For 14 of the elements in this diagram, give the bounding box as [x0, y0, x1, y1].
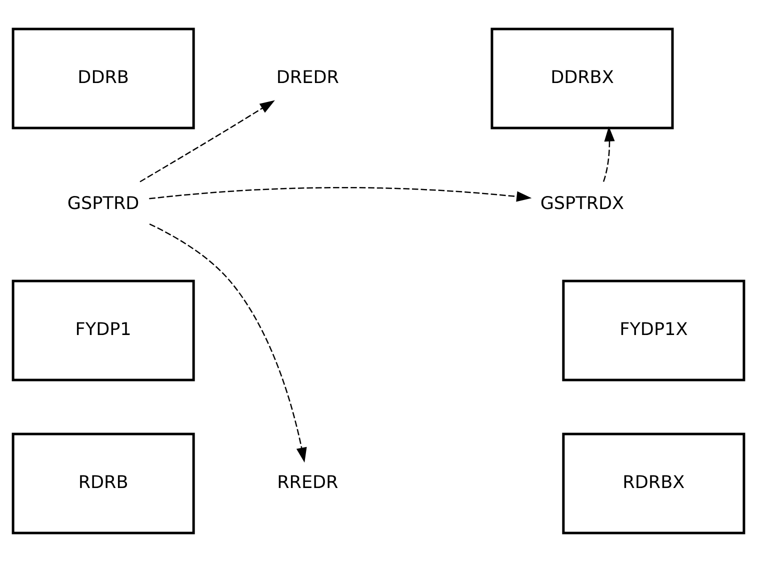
node-text: GSPTRDX: [540, 194, 624, 214]
node-box: DDRB: [12, 27, 195, 129]
arrow: [602, 126, 615, 182]
node-text: GSPTRD: [67, 194, 140, 214]
node-box: RDRBX: [562, 432, 746, 534]
node-text: RREDR: [277, 472, 338, 493]
node-box: FYDP1X: [562, 279, 746, 381]
node-text: DREDR: [276, 68, 339, 88]
arrow: [149, 186, 532, 202]
node-box: FYDP1: [12, 279, 195, 381]
arrow: [149, 223, 307, 462]
node-box: RDRB: [12, 432, 195, 534]
arrow: [140, 100, 275, 182]
node-box: DDRBX: [490, 27, 674, 129]
